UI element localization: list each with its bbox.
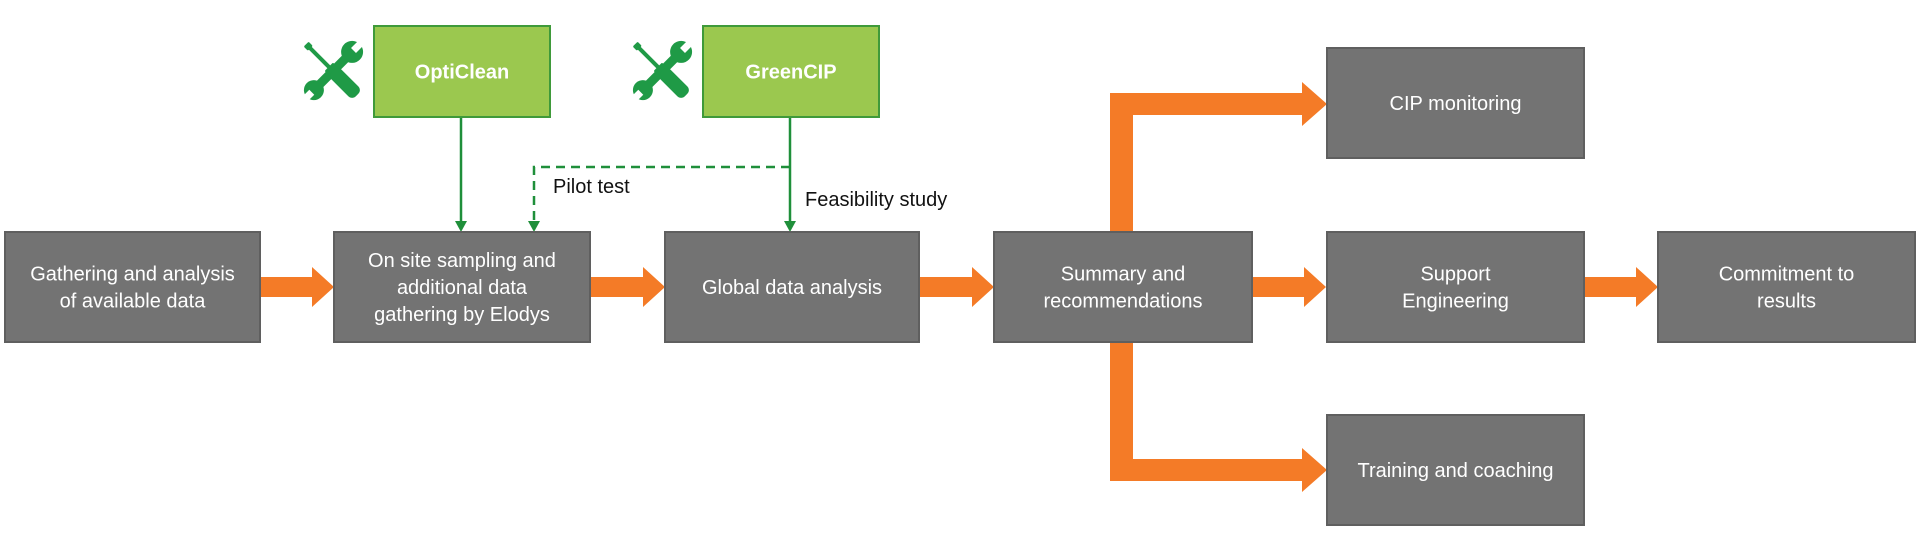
step-label: Summary and	[1061, 264, 1186, 286]
step-box	[993, 231, 1253, 343]
tool-label: OptiClean	[415, 62, 509, 84]
step-label: Support	[1420, 264, 1490, 286]
orange-flow-arrows	[260, 82, 1658, 492]
arrow-summary-to-support	[1252, 267, 1326, 307]
tool-opticlean: OptiClean	[300, 25, 551, 118]
step-box	[1657, 231, 1916, 343]
step-label: CIP monitoring	[1390, 93, 1522, 115]
arrow-summary-to-cip	[1110, 82, 1327, 232]
steps-group: Gathering and analysis of available data O…	[4, 47, 1916, 526]
step-label: On site sampling and	[368, 250, 556, 272]
step-global: Global data analysis	[664, 231, 920, 343]
step-label: of available data	[60, 291, 207, 313]
step-box	[4, 231, 261, 343]
tool-greencip: GreenCIP	[629, 25, 880, 118]
step-label: recommendations	[1044, 291, 1203, 313]
step-label: Global data analysis	[702, 277, 882, 299]
connector-greencip-pilot-test	[532, 165, 790, 222]
arrowhead-opticlean	[455, 221, 467, 232]
tools-icon	[629, 38, 695, 104]
step-summary: Summary and recommendations	[993, 231, 1253, 343]
step-label: additional data	[397, 277, 528, 299]
step-box	[664, 231, 920, 343]
tools-group: OptiClean GreenCIP	[300, 25, 880, 118]
tools-icon	[300, 38, 366, 104]
step-sampling: On site sampling and additional data gathe…	[333, 231, 591, 343]
step-box	[333, 231, 591, 343]
step-label: Commitment to	[1719, 264, 1855, 286]
green-connectors	[455, 117, 796, 232]
step-cip: CIP monitoring	[1326, 47, 1585, 159]
arrowhead-pilot-test	[528, 221, 540, 232]
tool-box	[702, 25, 880, 118]
step-label: gathering by Elodys	[374, 304, 550, 326]
tool-box	[373, 25, 551, 118]
arrow-support-to-commitment	[1584, 267, 1658, 307]
step-label: Training and coaching	[1357, 460, 1553, 482]
arrow-global-to-summary	[919, 267, 994, 307]
step-gathering: Gathering and analysis of available data	[4, 231, 261, 343]
pilot-test-label: Pilot test	[553, 176, 630, 198]
arrow-sampling-to-global	[590, 267, 665, 307]
tool-label: GreenCIP	[745, 62, 836, 84]
arrowhead-greencip	[784, 221, 796, 232]
step-box	[1326, 47, 1585, 159]
step-label: results	[1757, 291, 1816, 313]
step-box	[1326, 231, 1585, 343]
step-label: Engineering	[1402, 291, 1509, 313]
step-training: Training and coaching	[1326, 414, 1585, 526]
feasibility-study-label: Feasibility study	[805, 189, 947, 211]
step-commitment: Commitment to results	[1657, 231, 1916, 343]
step-label: Gathering and analysis	[30, 264, 235, 286]
arrow-gathering-to-sampling	[260, 267, 334, 307]
step-box	[1326, 414, 1585, 526]
arrow-summary-to-training	[1110, 342, 1327, 492]
